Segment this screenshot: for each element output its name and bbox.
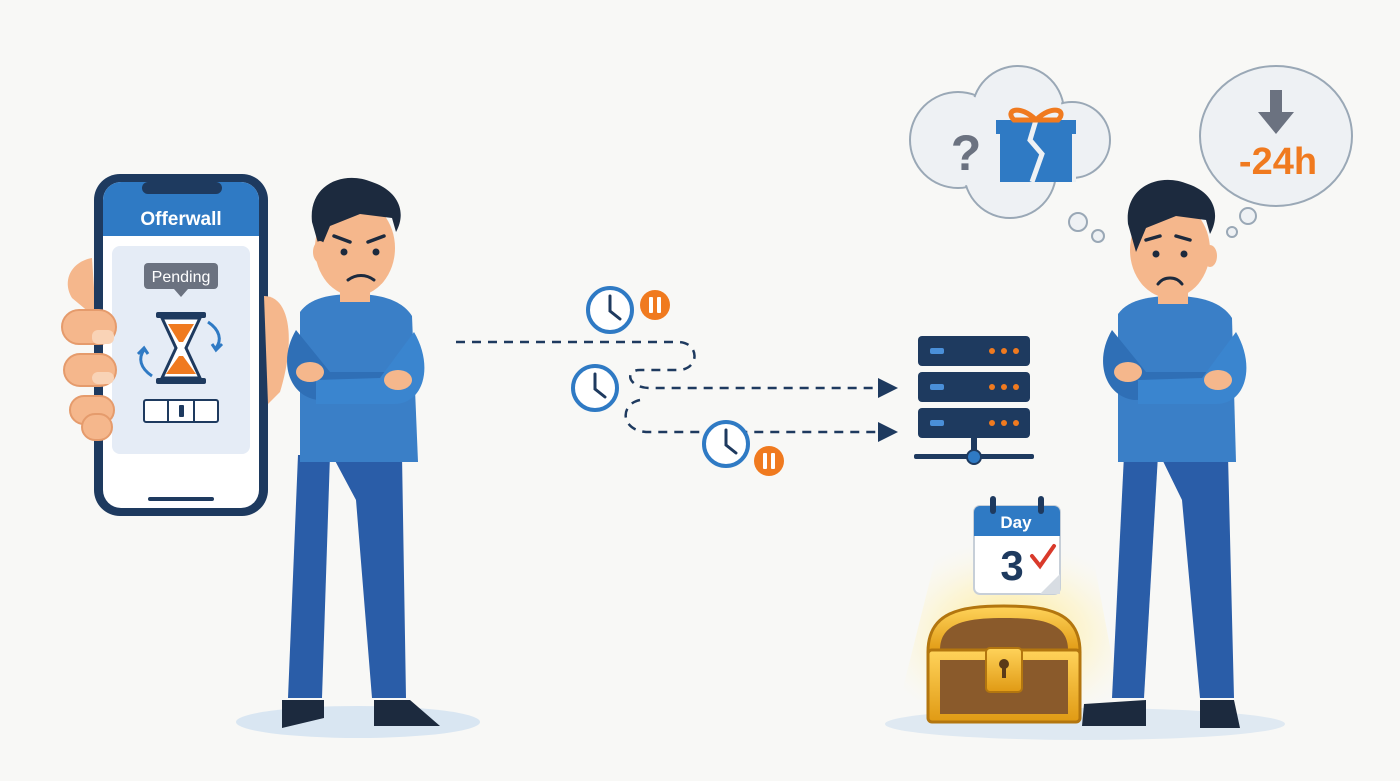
phone-group: Offerwall Pending: [61, 174, 289, 516]
hand-back: [67, 258, 96, 318]
person-left: [282, 177, 440, 728]
phone-header-title: Offerwall: [140, 209, 221, 230]
flow-path-2: [624, 398, 898, 442]
status-badge: Pending: [144, 263, 218, 297]
penalty-text: -24h: [1239, 141, 1317, 183]
thought-bubble-left: ?: [909, 65, 1111, 243]
hand-right: [264, 296, 289, 404]
calendar-label: Day: [1000, 513, 1032, 532]
thought-bubble-right: -24h: [1199, 65, 1353, 238]
clock-icon: [571, 364, 619, 412]
hourglass-icon: [156, 312, 206, 384]
data-flow: [456, 340, 898, 442]
calendar-icon: Day 3: [973, 496, 1061, 595]
clock-icon: [702, 420, 750, 468]
question-mark: ?: [951, 125, 982, 181]
refresh-arrows-icon: [136, 320, 224, 378]
ground-shadow-left: [236, 706, 480, 738]
pause-icon: [754, 446, 784, 476]
clock-icon: [586, 286, 634, 334]
home-indicator: [148, 497, 214, 501]
down-arrow-icon: [1258, 90, 1294, 134]
server-icon: [914, 336, 1034, 465]
pause-icon: [640, 290, 670, 320]
flow-path-1: [456, 340, 898, 398]
broken-gift-icon: [996, 107, 1076, 183]
treasure-chest-icon: [926, 604, 1082, 724]
status-badge-label: Pending: [152, 269, 211, 286]
person-right: [1082, 179, 1247, 728]
progress-bar: [143, 399, 219, 423]
phone-notch: [142, 182, 222, 194]
calendar-day-number: 3: [1000, 542, 1023, 589]
